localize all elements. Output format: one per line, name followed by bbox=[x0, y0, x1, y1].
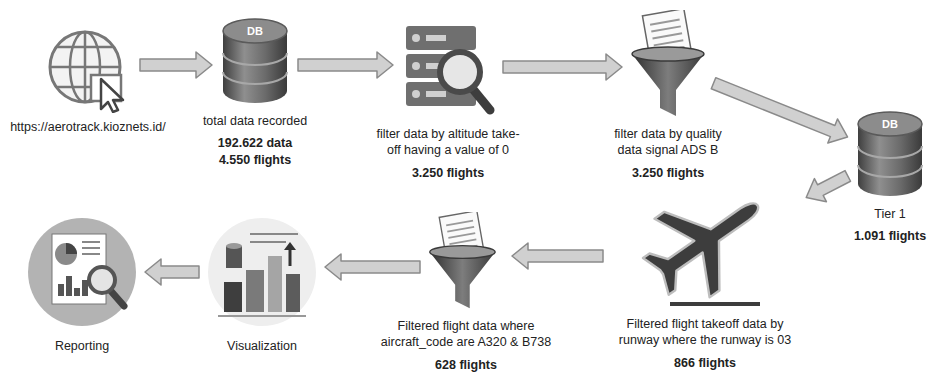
pipeline-step: Reporting bbox=[24, 212, 140, 354]
globe-icon bbox=[43, 25, 133, 113]
step-caption: Visualization bbox=[227, 338, 297, 354]
flow-arrow bbox=[325, 254, 420, 280]
pipeline-step: Visualization bbox=[204, 212, 320, 354]
step-icon bbox=[206, 212, 318, 332]
step-caption: filter data by altitude take-off having … bbox=[361, 126, 536, 159]
pipeline-step: DB Tier 1 1.091 flights bbox=[852, 108, 929, 245]
funnel-icon bbox=[427, 212, 505, 312]
step-icon: DB bbox=[854, 108, 926, 200]
step-icon: DB bbox=[219, 15, 291, 107]
db-label: DB bbox=[247, 25, 263, 37]
flow-arrow bbox=[145, 259, 199, 285]
step-icon bbox=[400, 18, 496, 120]
step-caption: total data recorded bbox=[203, 113, 307, 129]
report-icon bbox=[26, 212, 138, 332]
pipeline-step: DB total data recorded 192.622 data 4.550 … bbox=[201, 15, 310, 168]
step-icon bbox=[629, 10, 707, 120]
funnel-icon bbox=[629, 10, 707, 120]
step-caption: Filtered flight takeoff data by runway w… bbox=[583, 316, 828, 349]
pipeline-step: Filtered flight data where aircraft_code… bbox=[357, 212, 576, 373]
step-icon bbox=[427, 212, 505, 312]
pipeline-step: https://aerotrack.kioznets.id/ bbox=[8, 25, 168, 135]
step-caption: Reporting bbox=[55, 338, 109, 354]
flight-count: 1.091 flights bbox=[854, 228, 926, 244]
flow-arrow bbox=[806, 171, 850, 202]
step-icon bbox=[43, 25, 133, 113]
pipeline-step: Filtered flight takeoff data by runway w… bbox=[581, 190, 830, 371]
db-label: DB bbox=[882, 118, 898, 130]
step-caption: Tier 1 bbox=[874, 206, 906, 222]
flight-count: 192.622 data 4.550 flights bbox=[209, 135, 301, 168]
server-icon bbox=[400, 18, 496, 120]
flow-arrow bbox=[298, 52, 393, 78]
pipeline-step: filter data by quality data signal ADS B… bbox=[581, 10, 755, 181]
flight-count: 3.250 flights bbox=[632, 165, 704, 181]
flow-arrow bbox=[503, 54, 622, 80]
step-caption: filter data by quality data signal ADS B bbox=[583, 126, 753, 159]
pipeline-step: filter data by altitude take-off having … bbox=[359, 18, 538, 181]
step-caption: Filtered flight data where aircraft_code… bbox=[359, 318, 574, 351]
plane-icon bbox=[610, 190, 800, 310]
flight-count: 628 flights bbox=[435, 357, 497, 373]
step-icon bbox=[610, 190, 800, 310]
flight-count: 866 flights bbox=[674, 355, 736, 371]
flight-count: 3.250 flights bbox=[412, 165, 484, 181]
flow-arrow bbox=[711, 78, 847, 143]
step-caption: https://aerotrack.kioznets.id/ bbox=[10, 119, 166, 135]
flow-arrow bbox=[512, 243, 603, 269]
flow-arrow bbox=[140, 52, 212, 78]
viz-icon bbox=[206, 212, 318, 332]
step-icon bbox=[26, 212, 138, 332]
